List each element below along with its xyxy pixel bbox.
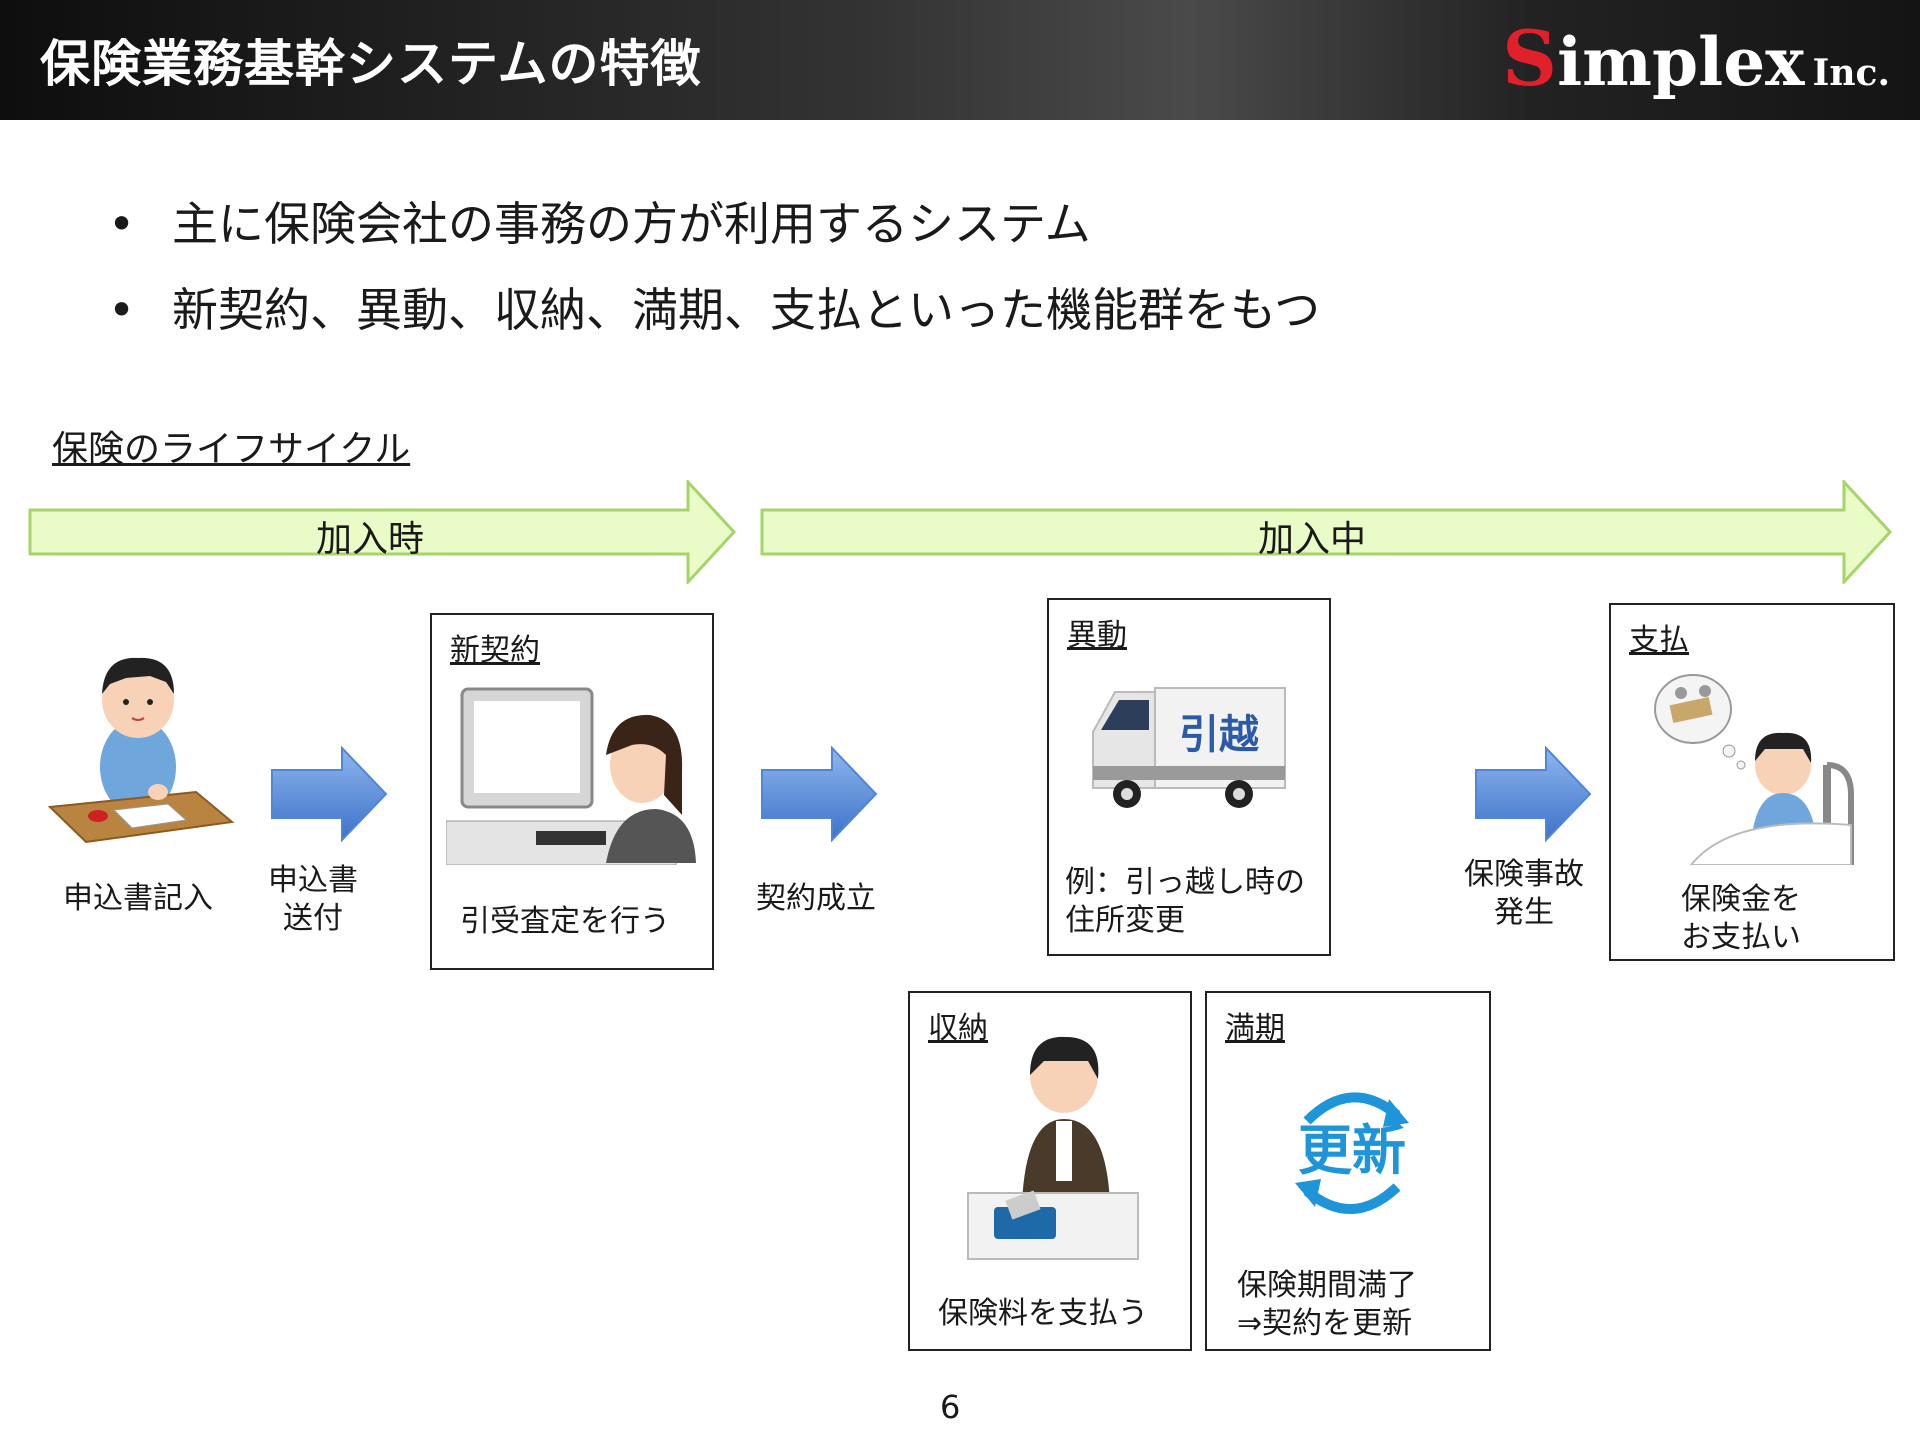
box-collection: 収納 保険料を支払う: [908, 991, 1192, 1351]
page-number: 6: [940, 1388, 961, 1426]
slide-title: 保険業務基幹システムの特徴: [40, 35, 702, 93]
phase-label-in-force: 加入中: [1257, 519, 1366, 560]
phase-arrow-enrollment: [28, 480, 737, 584]
office-worker-computer-icon: [446, 687, 696, 865]
bullet-item: •主に保険会社の事務の方が利用するシステム: [108, 197, 1091, 251]
step-label-send: 申込書送付: [268, 863, 358, 936]
moving-truck-icon: 引越: [1092, 687, 1286, 808]
box-payout: 支払 保険金をお支払い: [1609, 603, 1895, 961]
box-caption: 保険金をお支払い: [1681, 882, 1801, 955]
box-title: 収納: [928, 1011, 988, 1046]
box-caption: 引受査定を行う: [460, 904, 670, 939]
box-title: 満期: [1225, 1011, 1285, 1046]
box-title: 異動: [1067, 618, 1127, 653]
svg-text:更新: 更新: [1298, 1119, 1406, 1182]
svg-text:引越: 引越: [1179, 712, 1259, 758]
lifecycle-label: 保険のライフサイクル: [52, 429, 411, 470]
slide-header: [0, 0, 1920, 120]
flow-arrow-right: [271, 746, 388, 842]
phase-arrow-in-force: [760, 480, 1893, 584]
box-maturity: 満期 更新 保険期間満了⇒契約を更新: [1205, 991, 1491, 1351]
box-caption: 保険期間満了⇒契約を更新: [1237, 1268, 1417, 1341]
phase-label-enrollment: 加入時: [315, 519, 424, 560]
box-caption: 例：引っ越し時の住所変更: [1065, 865, 1305, 938]
flow-arrow-right: [1475, 746, 1592, 842]
box-new-contract: 新契約 引受査定を行う: [430, 613, 714, 970]
renewal-icon: 更新: [1295, 1092, 1409, 1215]
box-title: 新契約: [450, 633, 540, 668]
step-label-accident: 保険事故発生: [1464, 857, 1584, 930]
box-caption: 保険料を支払う: [938, 1296, 1148, 1331]
bullet-item: •新契約、異動、収納、満期、支払といった機能群をもつ: [108, 283, 1321, 337]
flow-arrow-right: [761, 746, 878, 842]
box-change: 異動 引越 例：引っ越し時の住所変更: [1047, 598, 1331, 956]
step-label-contract-done: 契約成立: [756, 881, 876, 916]
hospitalized-patient-icon: [1654, 674, 1854, 865]
box-title: 支払: [1629, 623, 1689, 658]
person-writing-icon: [47, 657, 235, 844]
step-label-apply: 申込書記入: [63, 881, 213, 916]
person-paying-icon: [967, 1036, 1139, 1260]
